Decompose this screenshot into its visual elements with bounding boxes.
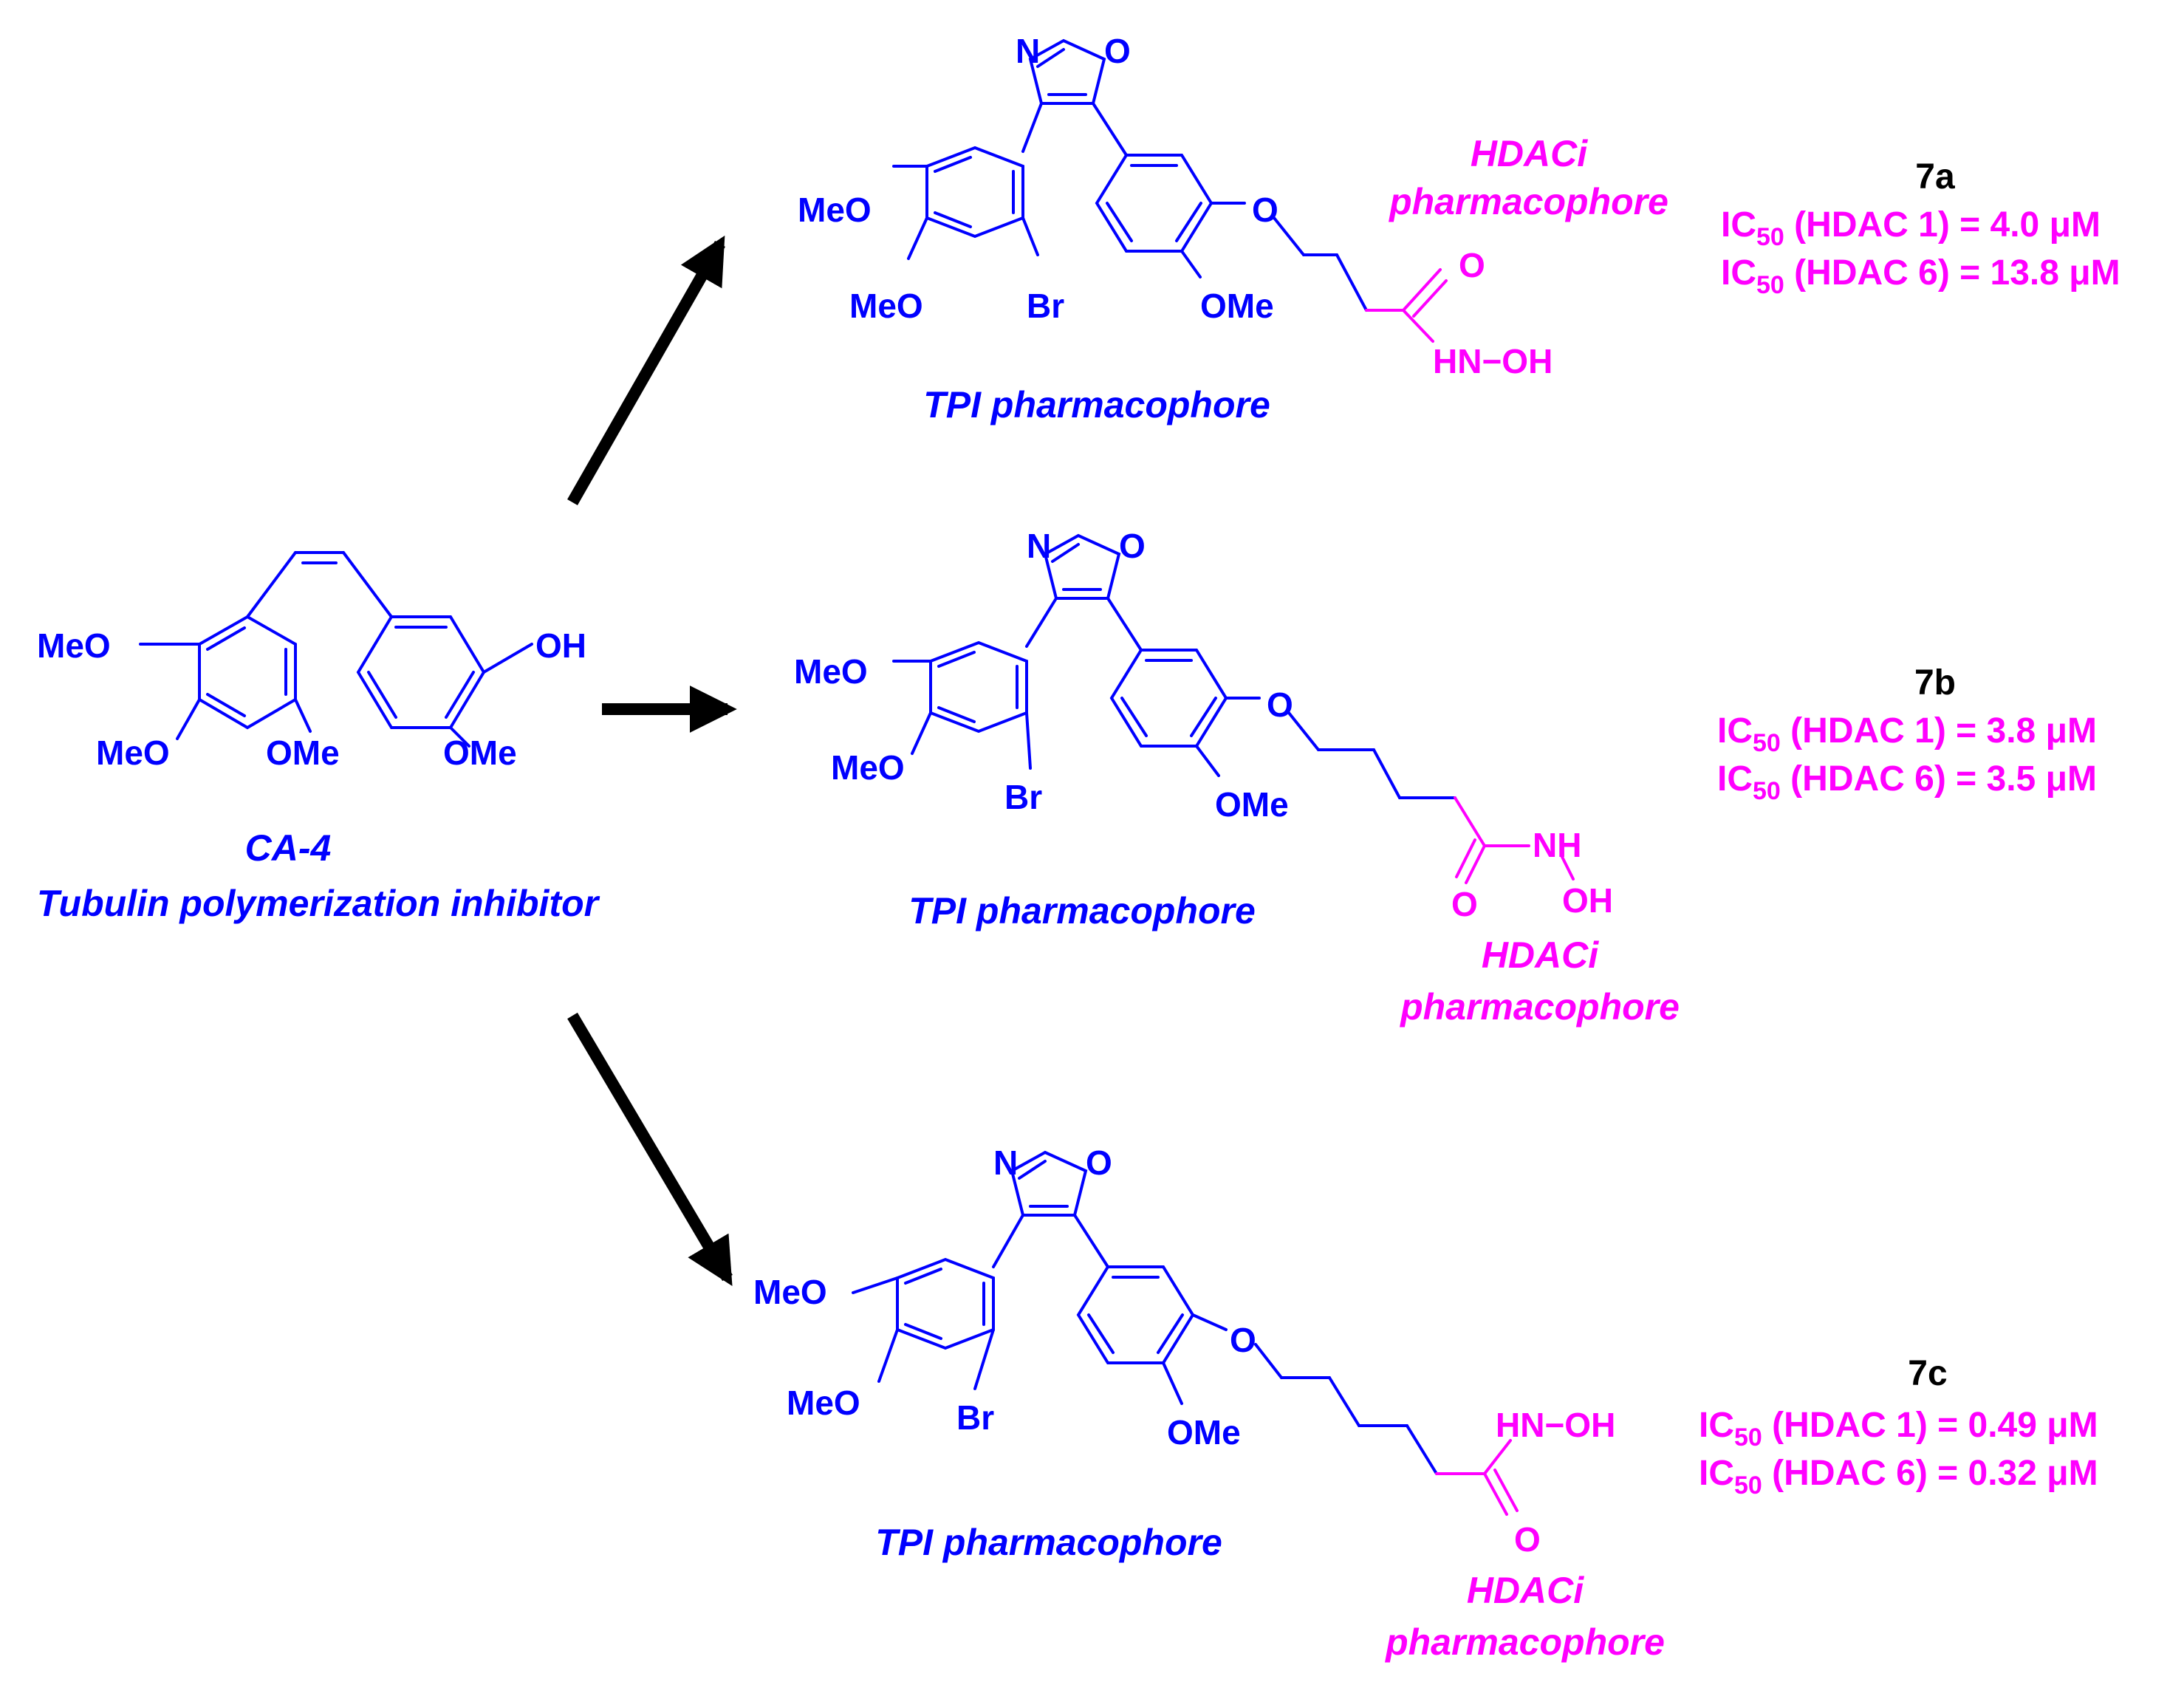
- 7b-ic50-hdac6: IC50 (HDAC 6) = 3.5 μM: [1717, 759, 2097, 805]
- 7a-hdac-label-1: HDACi: [1471, 133, 1588, 174]
- ca4-name: CA-4: [245, 827, 332, 869]
- compound-7c-structure: [852, 1150, 1519, 1516]
- 7a-ome: OMe: [1200, 287, 1274, 325]
- ca4-subtitle: Tubulin polymerization inhibitor: [37, 883, 600, 924]
- 7a-ic50-hdac1: IC50 (HDAC 1) = 4.0 μM: [1721, 205, 2101, 251]
- 7b-br: Br: [1004, 778, 1042, 816]
- 7b-hdac-label-2: pharmacophore: [1399, 986, 1680, 1028]
- ca4-vinyl-bond-1: [246, 551, 297, 618]
- ca4-structure: [139, 551, 533, 748]
- 7a-hdac-label-2: pharmacophore: [1388, 181, 1668, 222]
- ca4-oh: OH: [535, 626, 586, 665]
- 7a-br: Br: [1027, 287, 1064, 325]
- 7b-ome: OMe: [1215, 785, 1289, 824]
- 7a-o-ring: O: [1104, 32, 1131, 70]
- ca4-meo-2: MeO: [96, 734, 170, 772]
- ca4-ome-1: OMe: [266, 734, 340, 772]
- ca4-ring-b: [356, 615, 486, 729]
- 7a-meo-1: MeO: [798, 191, 872, 229]
- 7b-o-ring: O: [1119, 527, 1146, 565]
- 7b-id: 7b: [1914, 663, 1956, 702]
- 7c-ic50-hdac1: IC50 (HDAC 1) = 0.49 μM: [1699, 1406, 2098, 1452]
- 7b-ic50-hdac1: IC50 (HDAC 1) = 3.8 μM: [1717, 711, 2097, 757]
- 7c-br: Br: [956, 1398, 994, 1437]
- 7b-o-link: O: [1267, 686, 1293, 724]
- ca4-meo-1: MeO: [37, 626, 111, 665]
- 7a-meo-2: MeO: [849, 287, 923, 325]
- 7c-n: N: [993, 1143, 1018, 1182]
- 7a-hn-oh: HN−OH: [1433, 342, 1553, 380]
- 7a-id: 7a: [1915, 157, 1955, 196]
- 7b-hdac-label-1: HDACi: [1482, 934, 1599, 976]
- 7b-n: N: [1027, 527, 1051, 565]
- 7a-n: N: [1016, 32, 1040, 70]
- 7a-o-link: O: [1252, 191, 1278, 229]
- 7c-meo-1: MeO: [753, 1273, 827, 1311]
- 7c-carbonyl-o: O: [1514, 1520, 1541, 1559]
- compound-7a-structure: [892, 38, 1448, 343]
- 7c-hdac-label-2: pharmacophore: [1384, 1621, 1665, 1663]
- 7a-carbonyl-o: O: [1459, 246, 1485, 284]
- 7c-tpi-label: TPI pharmacophore: [875, 1522, 1222, 1563]
- 7b-carbonyl-o: O: [1451, 885, 1478, 923]
- 7c-o-ring: O: [1086, 1143, 1112, 1182]
- 7b-oh: OH: [1562, 881, 1613, 920]
- 7c-ome: OMe: [1167, 1413, 1241, 1452]
- 7c-meo-2: MeO: [787, 1384, 860, 1422]
- arrow-to-7a: [567, 235, 725, 505]
- 7c-hn-oh: HN−OH: [1496, 1406, 1615, 1444]
- 7c-hdac-label-1: HDACi: [1467, 1570, 1584, 1611]
- 7b-meo-1: MeO: [794, 652, 868, 691]
- 7b-meo-2: MeO: [831, 748, 905, 787]
- arrow-to-7c: [567, 1012, 733, 1287]
- 7c-id: 7c: [1908, 1354, 1947, 1393]
- ca4-ome-2: OMe: [443, 734, 517, 772]
- 7a-ic50-hdac6: IC50 (HDAC 6) = 13.8 μM: [1721, 253, 2120, 299]
- 7a-tpi-label: TPI pharmacophore: [923, 384, 1270, 425]
- 7c-ic50-hdac6: IC50 (HDAC 6) = 0.32 μM: [1699, 1454, 2098, 1500]
- 7c-o-link: O: [1230, 1321, 1256, 1359]
- compound-7b-structure: [892, 533, 1575, 884]
- ca4-ring-a: [198, 615, 297, 730]
- 7b-tpi-label: TPI pharmacophore: [908, 890, 1256, 931]
- ca4-vinyl-bond-2: [342, 551, 393, 618]
- 7b-nh: NH: [1533, 826, 1581, 864]
